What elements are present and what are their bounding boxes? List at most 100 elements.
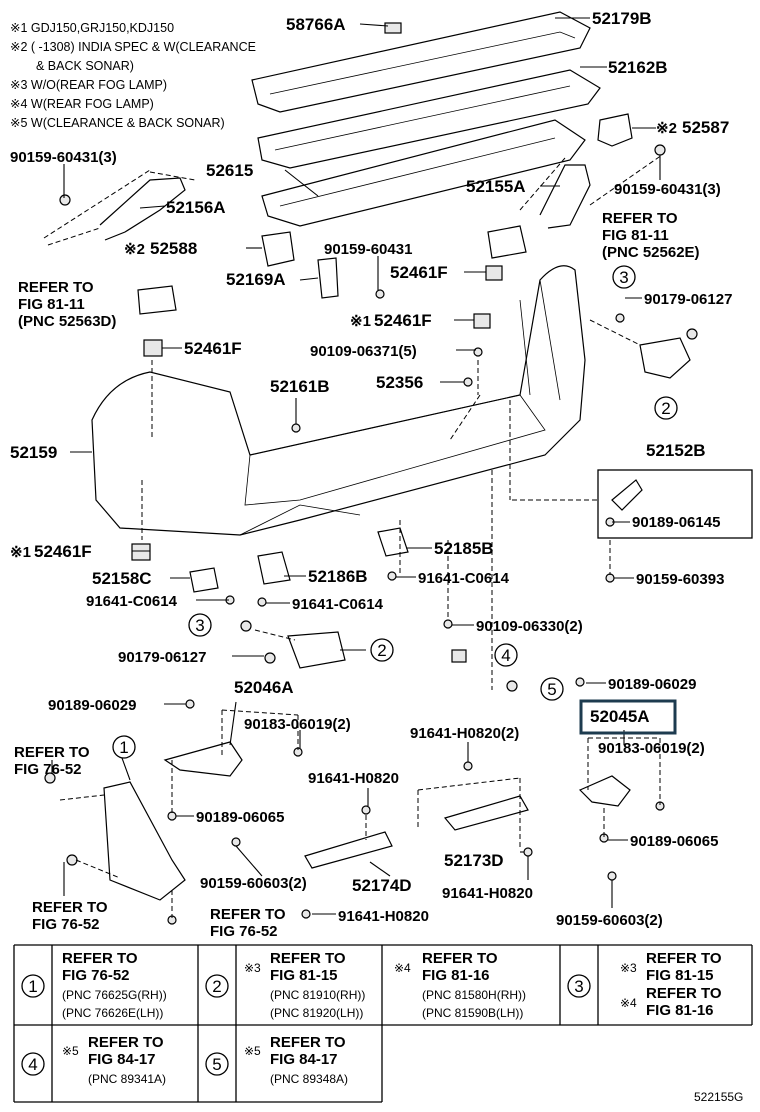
label-52159[interactable]: 52159 <box>10 443 57 462</box>
callout-2-circle-a[interactable] <box>654 396 678 420</box>
label-90179-06127b[interactable]: 90179-06127 <box>118 649 206 666</box>
callout-4-circle[interactable] <box>494 643 518 667</box>
label-52152B[interactable]: 52152B <box>646 441 706 460</box>
bracket-52186B[interactable] <box>257 551 291 585</box>
ref-right-line2[interactable]: FIG 81-11 <box>602 227 669 244</box>
label-52162B[interactable]: 52162B <box>608 58 668 77</box>
bracket-52046A[interactable] <box>163 741 243 777</box>
table-c4-l2[interactable]: FIG 84-17 <box>88 1051 156 1068</box>
label-90159-60393[interactable]: 90159-60393 <box>636 571 724 588</box>
absorber-52173D[interactable] <box>443 795 529 831</box>
label-90159-60431[interactable]: 90159-60431 <box>324 241 412 258</box>
table-c4-l1[interactable]: REFER TO <box>88 1034 164 1051</box>
callout-2-circle-b[interactable] <box>370 638 394 662</box>
ref-7652b-line2[interactable]: FIG 76-52 <box>32 916 100 933</box>
label-91641-C0614b[interactable]: 91641-C0614 <box>86 593 178 610</box>
table-c1-l1[interactable]: REFER TO <box>62 950 138 967</box>
label-52161B[interactable]: 52161B <box>270 377 330 396</box>
label-90189-06065b[interactable]: 90189-06065 <box>630 833 718 850</box>
label-90159-60603-2a[interactable]: 90159-60603(2) <box>200 875 307 892</box>
label-52173D[interactable]: 52173D <box>444 851 504 870</box>
label-52186B[interactable]: 52186B <box>308 567 368 586</box>
callout-3-circle-b[interactable] <box>188 613 212 637</box>
table-c1-l2[interactable]: FIG 76-52 <box>62 967 130 984</box>
label-90109-06371-5[interactable]: 90109-06371(5) <box>310 343 417 360</box>
label-91641-H0820b[interactable]: 91641-H0820 <box>442 885 533 902</box>
label-58766A[interactable]: 58766A <box>286 15 346 34</box>
label-90189-06029a[interactable]: 90189-06029 <box>48 697 136 714</box>
bracket-52185B[interactable] <box>377 527 409 557</box>
label-52155A[interactable]: 52155A <box>466 177 526 196</box>
ref-right-line3[interactable]: (PNC 52562E) <box>602 244 700 261</box>
label-90189-06065a[interactable]: 90189-06065 <box>196 809 284 826</box>
ref-7652b-line1[interactable]: REFER TO <box>32 899 108 916</box>
label-52185B[interactable]: 52185B <box>434 539 494 558</box>
label-52615[interactable]: 52615 <box>206 161 253 180</box>
table-c2-l2[interactable]: FIG 81-15 <box>270 967 338 984</box>
label-90183-06019-2a[interactable]: 90183-06019(2) <box>244 716 351 733</box>
label-52461F-c[interactable]: 52461F <box>184 339 242 358</box>
callout-1-circle[interactable] <box>112 735 136 759</box>
table-c2b-mark: ※4 <box>394 961 411 975</box>
absorber-52162B[interactable] <box>257 69 601 169</box>
label-52046A[interactable]: 52046A <box>234 678 294 697</box>
table-c3-l1[interactable]: REFER TO <box>646 950 722 967</box>
table-c2b-l1[interactable]: REFER TO <box>422 950 498 967</box>
cover-52588[interactable] <box>261 231 295 267</box>
label-90179-06127a[interactable]: 90179-06127 <box>644 291 732 308</box>
label-52356[interactable]: 52356 <box>376 373 423 392</box>
label-52588[interactable]: 52588 <box>150 239 197 258</box>
label-52461F-b[interactable]: 52461F <box>374 311 432 330</box>
bracket-52045A[interactable] <box>578 775 631 807</box>
callout-3-circle-a[interactable] <box>612 265 636 289</box>
label-90189-06145[interactable]: 90189-06145 <box>632 514 720 531</box>
cover-52587[interactable] <box>597 113 633 147</box>
table-c5-l1[interactable]: REFER TO <box>270 1034 346 1051</box>
label-52461F-d[interactable]: 52461F <box>34 542 92 561</box>
label-52179B[interactable]: 52179B <box>592 9 652 28</box>
label-52461F-a[interactable]: 52461F <box>390 263 448 282</box>
ref-7652a-line2[interactable]: FIG 76-52 <box>14 761 82 778</box>
label-52045A[interactable]: 52045A <box>590 707 650 726</box>
reinforcement-52179B[interactable] <box>251 11 591 113</box>
bracket-52158C[interactable] <box>189 567 219 593</box>
table-c2-l1[interactable]: REFER TO <box>270 950 346 967</box>
bracket-52169A[interactable] <box>317 257 339 299</box>
ref-left-line1[interactable]: REFER TO <box>18 279 94 296</box>
bumper-cover-52159[interactable] <box>91 265 586 536</box>
label-91641-H0820c[interactable]: 91641-H0820 <box>338 908 429 925</box>
absorber-52615[interactable] <box>261 119 586 227</box>
label-91641-H0820a[interactable]: 91641-H0820 <box>308 770 399 787</box>
label-90159-60431-3a[interactable]: 90159-60431(3) <box>10 149 117 166</box>
ref-7652c-line2[interactable]: FIG 76-52 <box>210 923 278 940</box>
label-90159-60603-2b[interactable]: 90159-60603(2) <box>556 912 663 929</box>
bracket-52152B[interactable] <box>611 479 643 511</box>
bracket-52155A[interactable] <box>539 144 666 229</box>
bracket-52156A[interactable] <box>59 177 186 241</box>
label-90189-06029b[interactable]: 90189-06029 <box>608 676 696 693</box>
label-52587[interactable]: 52587 <box>682 118 729 137</box>
label-52169A[interactable]: 52169A <box>226 270 286 289</box>
label-91641-C0614c[interactable]: 91641-C0614 <box>292 596 384 613</box>
label-90109-06330-2[interactable]: 90109-06330(2) <box>476 618 583 635</box>
label-91641-H0820-2[interactable]: 91641-H0820(2) <box>410 725 519 742</box>
label-52156A[interactable]: 52156A <box>166 198 226 217</box>
table-c3-l2[interactable]: FIG 81-15 <box>646 967 714 984</box>
pad-52461F-icon <box>143 339 163 357</box>
ref-right-line1[interactable]: REFER TO <box>602 210 678 227</box>
label-52158C[interactable]: 52158C <box>92 569 152 588</box>
table-c3-l3[interactable]: REFER TO <box>646 985 722 1002</box>
absorber-52174D[interactable] <box>304 831 393 869</box>
label-90159-60431-3b[interactable]: 90159-60431(3) <box>614 181 721 198</box>
ref-left-line2[interactable]: FIG 81-11 <box>18 296 85 313</box>
ref-7652a-line1[interactable]: REFER TO <box>14 744 90 761</box>
ref-7652c-line1[interactable]: REFER TO <box>210 906 286 923</box>
table-c5-l2[interactable]: FIG 84-17 <box>270 1051 338 1068</box>
label-90183-06019-2b[interactable]: 90183-06019(2) <box>598 740 705 757</box>
label-52174D[interactable]: 52174D <box>352 876 412 895</box>
table-c3-l4[interactable]: FIG 81-16 <box>646 1002 714 1019</box>
callout-5-circle[interactable] <box>540 677 564 701</box>
label-91641-C0614a[interactable]: 91641-C0614 <box>418 570 510 587</box>
ref-left-line3[interactable]: (PNC 52563D) <box>18 313 116 330</box>
table-c2b-l2[interactable]: FIG 81-16 <box>422 967 490 984</box>
